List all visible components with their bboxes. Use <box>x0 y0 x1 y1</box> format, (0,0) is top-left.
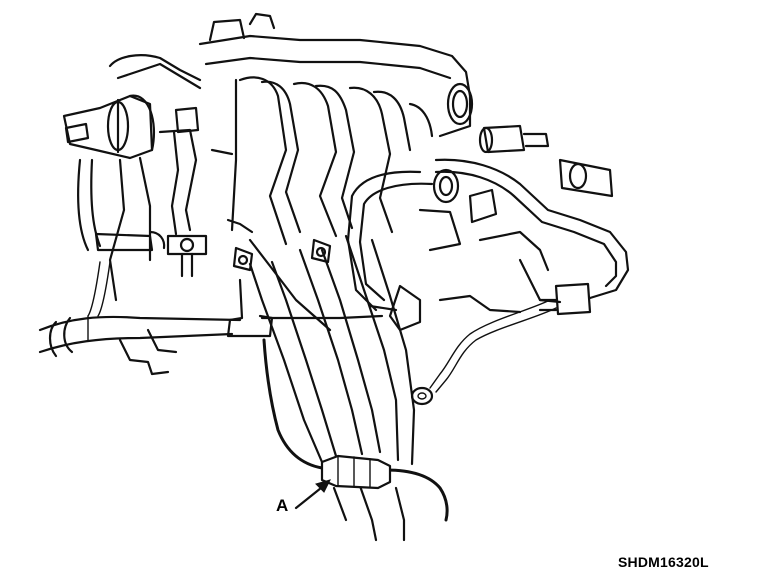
intake-runners <box>210 76 434 332</box>
ground-wire <box>410 299 557 406</box>
right-tubing <box>346 158 630 316</box>
connector-a <box>320 454 392 490</box>
hose-bundle <box>248 234 416 542</box>
manifold-plenum <box>198 12 474 232</box>
left-harness <box>38 261 242 358</box>
lower-mounts <box>226 238 384 338</box>
callout-arrow <box>294 479 331 510</box>
sensor-wire <box>262 338 449 522</box>
right-assembly <box>368 124 614 332</box>
throttle-body <box>62 54 208 376</box>
callout-label-a: A <box>276 496 289 515</box>
figure-code: SHDM16320L <box>618 554 709 570</box>
